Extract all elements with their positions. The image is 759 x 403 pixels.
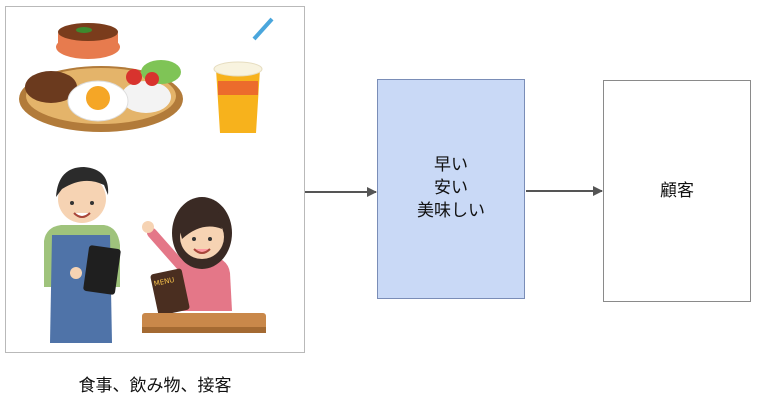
waiter-icon — [44, 167, 121, 343]
customer-label: 顧客 — [660, 181, 694, 201]
customer-box: 顧客 — [603, 80, 751, 302]
qualities-box: 早い 安い 美味しい — [377, 79, 525, 299]
illustration-box: MENU — [5, 6, 305, 353]
food-plate-icon — [19, 23, 183, 132]
menu-icon: MENU — [150, 268, 190, 316]
table-icon — [142, 313, 266, 333]
juice-cup-icon — [213, 17, 274, 133]
customer-icon — [142, 197, 232, 311]
illustration-caption: 食事、飲み物、接客 — [78, 376, 232, 396]
quality-fast: 早い — [434, 155, 468, 175]
quality-tasty: 美味しい — [417, 201, 485, 221]
quality-cheap: 安い — [434, 178, 468, 198]
qualities-text: 早い 安い 美味しい — [378, 154, 524, 223]
illustration-scene: MENU — [19, 17, 274, 343]
